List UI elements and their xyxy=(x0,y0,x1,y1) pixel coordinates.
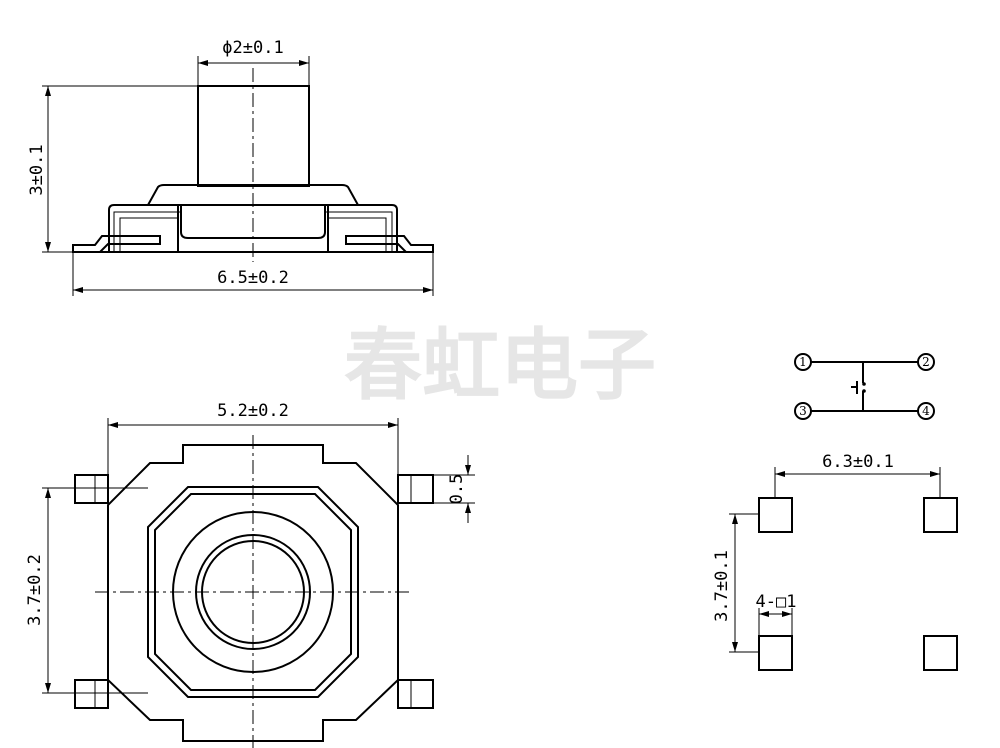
svg-text:1: 1 xyxy=(799,355,807,369)
pad-layout: 6.3±0.1 3.7±0.1 4-□1 xyxy=(712,452,958,671)
pin-1: 1 xyxy=(794,353,812,371)
lead-bottom-left xyxy=(74,679,109,709)
top-view: 5.2±0.2 3.7±0.2 0.5 xyxy=(25,401,475,748)
body-height-dimension: 3.7±0.2 xyxy=(25,554,45,626)
pin-2: 2 xyxy=(917,353,935,371)
svg-text:4: 4 xyxy=(922,404,930,418)
pad xyxy=(923,497,958,533)
svg-text:2: 2 xyxy=(922,355,930,369)
lead-top-right xyxy=(397,474,434,504)
stem-diameter-dimension: ϕ2±0.1 xyxy=(222,38,283,58)
pad-spacing-x-dimension: 6.3±0.1 xyxy=(822,452,894,472)
lead-bottom-right xyxy=(397,679,434,709)
pin-3: 3 xyxy=(794,402,812,420)
svg-text:3: 3 xyxy=(799,404,807,418)
height-dimension: 3±0.1 xyxy=(27,144,47,195)
lead-top-left xyxy=(74,474,109,504)
inner-octagon xyxy=(147,486,359,698)
lead-width-dimension: 0.5 xyxy=(447,474,467,505)
pad-size-dimension: 4-□1 xyxy=(756,592,797,612)
watermark: 春虹电子 xyxy=(344,321,656,411)
pin-4: 4 xyxy=(917,402,935,420)
outer-body xyxy=(107,444,399,742)
right-lead xyxy=(345,235,434,253)
pad xyxy=(923,635,958,671)
body-width-dimension: 5.2±0.2 xyxy=(217,401,289,421)
overall-width-dimension: 6.5±0.2 xyxy=(217,268,289,288)
cap xyxy=(147,184,359,206)
side-view: ϕ2±0.1 3±0.1 6.5±0.2 xyxy=(27,38,434,296)
pad xyxy=(758,497,793,533)
pad xyxy=(758,635,793,671)
switch-schematic: 1 2 3 4 xyxy=(794,353,935,420)
pad-spacing-y-dimension: 3.7±0.1 xyxy=(712,550,732,622)
left-lead xyxy=(72,235,161,253)
